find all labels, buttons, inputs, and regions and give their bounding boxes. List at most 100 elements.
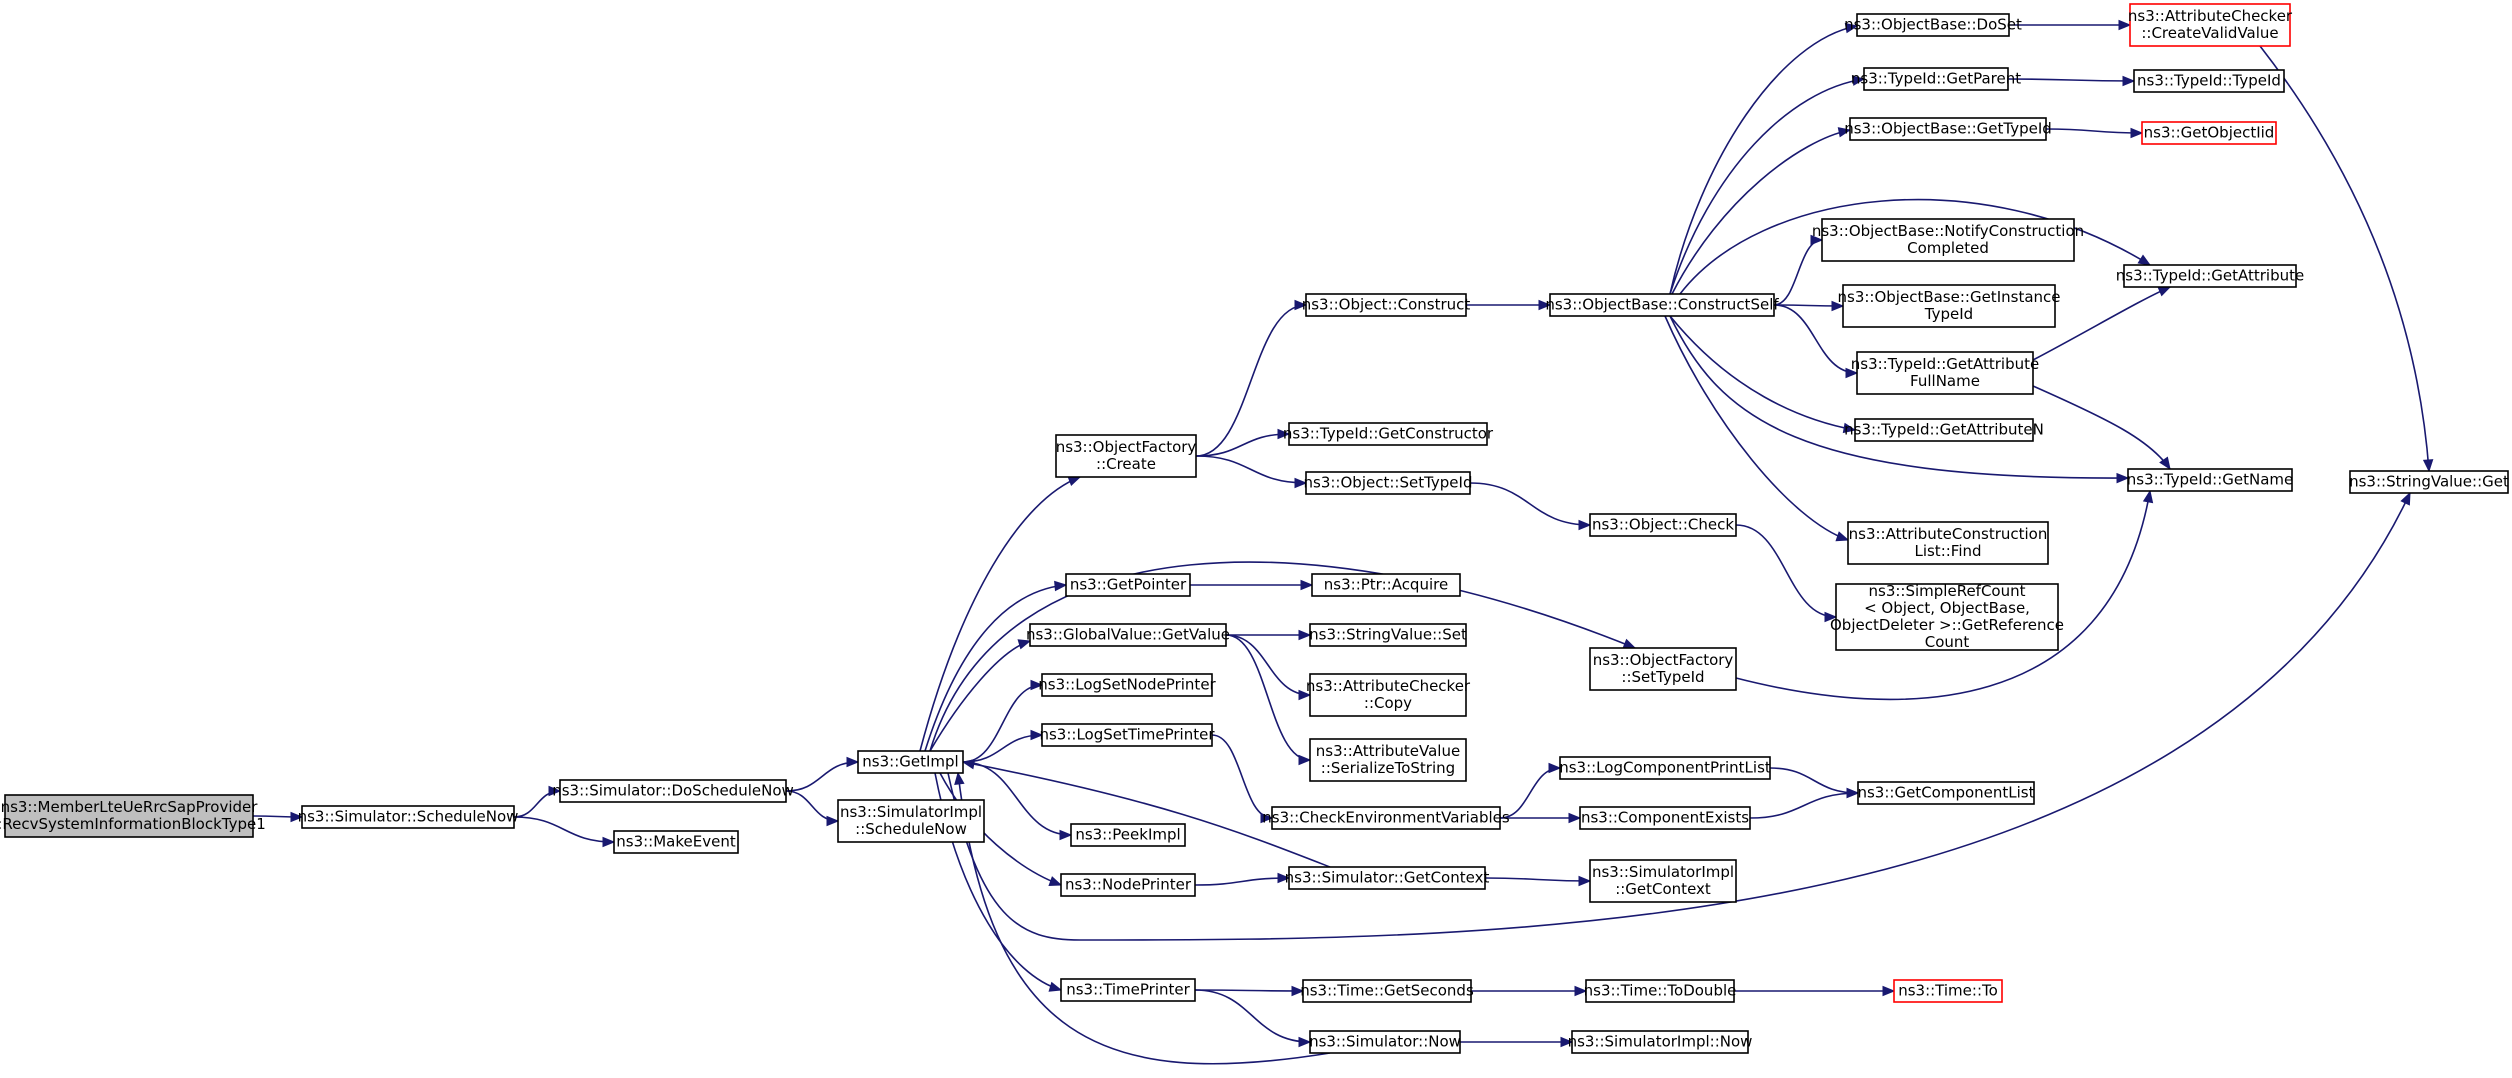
edge-line bbox=[1664, 315, 1849, 541]
node-label: ns3::PeekImpl bbox=[1075, 826, 1180, 844]
arrowhead bbox=[1298, 689, 1312, 701]
node-typeid-typeid[interactable]: ns3::TypeId::TypeId bbox=[2133, 69, 2285, 93]
edge-n10-n21 bbox=[1211, 734, 1274, 824]
node-simulatorimpl-schedulenow[interactable]: ns3::SimulatorImpl::ScheduleNow bbox=[837, 799, 985, 843]
edge-line bbox=[1195, 433, 1290, 457]
node-makeevent[interactable]: ns3::MakeEvent bbox=[613, 830, 739, 854]
node-checkenvironmentvariables[interactable]: ns3::CheckEnvironmentVariables bbox=[1262, 806, 1510, 830]
edge-line bbox=[1773, 239, 1823, 306]
node-simulator-schedulenow[interactable]: ns3::Simulator::ScheduleNow bbox=[298, 805, 519, 829]
node-globalvalue-getvalue[interactable]: ns3::GlobalValue::GetValue bbox=[1026, 623, 1230, 647]
arrowhead bbox=[1578, 519, 1592, 531]
arrowhead bbox=[1294, 477, 1308, 489]
node-typeid-getattributen[interactable]: ns3::TypeId::GetAttributeN bbox=[1844, 418, 2044, 442]
node-object-settypeid[interactable]: ns3::Object::SetTypeId bbox=[1304, 471, 1473, 495]
edge-n23-n31 bbox=[1470, 985, 1588, 997]
arrowhead bbox=[1538, 299, 1552, 311]
node-attributechecker-createvalidvalue[interactable]: ns3::AttributeChecker::CreateValidValue bbox=[2128, 3, 2293, 47]
arrowhead bbox=[1030, 679, 1044, 691]
edge-line bbox=[2032, 286, 2171, 361]
node-box bbox=[1893, 979, 2003, 1003]
node-box bbox=[1065, 573, 1191, 597]
arrowhead bbox=[2122, 75, 2136, 87]
node-stringvalue-set[interactable]: ns3::StringValue::Set bbox=[1309, 623, 1467, 647]
edge-n2-n5 bbox=[785, 790, 840, 827]
node-timeprinter[interactable]: ns3::TimePrinter bbox=[1060, 978, 1196, 1002]
node-objectbase-notifyconstruction-completed[interactable]: ns3::ObjectBase::NotifyConstructionCompl… bbox=[1812, 218, 2084, 262]
edge-line bbox=[1669, 315, 2129, 479]
node-box bbox=[837, 799, 985, 843]
node-time-to[interactable]: ns3::Time::To bbox=[1893, 979, 2003, 1003]
node-object-construct[interactable]: ns3::Object::Construct bbox=[1302, 293, 1471, 317]
node-label: ns3::AttributeChecker bbox=[2128, 7, 2293, 25]
node-box bbox=[1589, 647, 1737, 691]
node-box bbox=[1041, 673, 1213, 697]
node-stringvalue-get[interactable]: ns3::StringValue::Get bbox=[2349, 470, 2509, 494]
node-objectfactory-create[interactable]: ns3::ObjectFactory::Create bbox=[1055, 434, 1197, 478]
edge-n33-n44 bbox=[2009, 19, 2132, 31]
arrowhead bbox=[1017, 639, 1032, 650]
node-ptr-acquire[interactable]: ns3::Ptr::Acquire bbox=[1311, 573, 1461, 597]
node-objectbase-constructself[interactable]: ns3::ObjectBase::ConstructSelf bbox=[1545, 293, 1779, 317]
node-logsetnodeprinter[interactable]: ns3::LogSetNodePrinter bbox=[1038, 673, 1217, 697]
node-logcomponentprintlist[interactable]: ns3::LogComponentPrintList bbox=[1559, 756, 1771, 780]
node-time-getseconds[interactable]: ns3::Time::GetSeconds bbox=[1300, 979, 1474, 1003]
node-simplerefcount-object-objectbase-objectdeleter-getreference-count[interactable]: ns3::SimpleRefCount< Object, ObjectBase,… bbox=[1830, 582, 2064, 651]
node-attributechecker-copy[interactable]: ns3::AttributeChecker::Copy bbox=[1306, 673, 1471, 717]
node-objectbase-doset[interactable]: ns3::ObjectBase::DoSet bbox=[1844, 13, 2022, 37]
node-simulator-doschedulenow[interactable]: ns3::Simulator::DoScheduleNow bbox=[552, 779, 794, 803]
node-memberlteuerrcsapprovider-recvsysteminformationblocktype1[interactable]: ns3::MemberLteUeRrcSapProvider::RecvSyst… bbox=[0, 794, 266, 838]
arrowhead bbox=[1059, 829, 1073, 841]
node-typeid-getname[interactable]: ns3::TypeId::GetName bbox=[2127, 468, 2293, 492]
node-getpointer[interactable]: ns3::GetPointer bbox=[1065, 573, 1191, 597]
node-label: ns3::ObjectBase::GetTypeId bbox=[1844, 120, 2052, 138]
node-label: Count bbox=[1925, 633, 1970, 651]
node-componentexists[interactable]: ns3::ComponentExists bbox=[1579, 806, 1751, 830]
node-label: ns3::Object::Check bbox=[1592, 516, 1734, 534]
node-label: ns3::ObjectFactory bbox=[1056, 438, 1197, 456]
node-logsettimeprinter[interactable]: ns3::LogSetTimePrinter bbox=[1039, 723, 1215, 747]
node-label: ::ScheduleNow bbox=[855, 820, 967, 838]
node-typeid-getparent[interactable]: ns3::TypeId::GetParent bbox=[1851, 67, 2021, 91]
node-getobjectiid[interactable]: ns3::GetObjectIid bbox=[2141, 121, 2277, 145]
node-getimpl[interactable]: ns3::GetImpl bbox=[857, 750, 964, 774]
node-typeid-getconstructor[interactable]: ns3::TypeId::GetConstructor bbox=[1283, 422, 1494, 446]
node-label: ns3::GetImpl bbox=[862, 753, 958, 771]
node-simulatorimpl-now[interactable]: ns3::SimulatorImpl::Now bbox=[1568, 1030, 1753, 1054]
node-object-check[interactable]: ns3::Object::Check bbox=[1589, 513, 1737, 537]
node-box bbox=[2349, 470, 2509, 494]
node-box bbox=[1305, 471, 1471, 495]
node-objectbase-gettypeid[interactable]: ns3::ObjectBase::GetTypeId bbox=[1844, 117, 2052, 141]
node-simulatorimpl-getcontext[interactable]: ns3::SimulatorImpl::GetContext bbox=[1589, 859, 1737, 903]
node-objectfactory-settypeid[interactable]: ns3::ObjectFactory::SetTypeId bbox=[1589, 647, 1737, 691]
edge-n4-n8 bbox=[929, 639, 1032, 752]
node-label: ns3::ObjectBase::GetInstance bbox=[1838, 288, 2061, 306]
arrowhead bbox=[1048, 981, 1063, 992]
edge-line bbox=[1484, 877, 1591, 882]
node-simulator-now[interactable]: ns3::Simulator::Now bbox=[1309, 1030, 1461, 1054]
node-getcomponentlist[interactable]: ns3::GetComponentList bbox=[1857, 781, 2035, 805]
edge-line bbox=[924, 584, 1067, 752]
node-box bbox=[1559, 756, 1771, 780]
edge-line bbox=[785, 790, 839, 822]
node-box bbox=[1579, 806, 1751, 830]
arrowhead bbox=[1837, 127, 1852, 138]
node-label: ns3::Time::ToDouble bbox=[1584, 982, 1737, 1000]
arrowhead bbox=[1810, 234, 1824, 246]
node-label: ns3::ObjectBase::NotifyConstruction bbox=[1812, 222, 2084, 240]
edge-n22-n4 bbox=[961, 759, 1331, 868]
edge-n16-n26 bbox=[1469, 482, 1592, 531]
node-peekimpl[interactable]: ns3::PeekImpl bbox=[1070, 823, 1186, 847]
arrowhead bbox=[2118, 19, 2132, 31]
node-box bbox=[1863, 67, 2009, 91]
node-label: ns3::TypeId::GetAttribute bbox=[1851, 355, 2039, 373]
node-time-todouble[interactable]: ns3::Time::ToDouble bbox=[1584, 979, 1737, 1003]
node-typeid-getattribute[interactable]: ns3::TypeId::GetAttribute bbox=[2116, 264, 2304, 288]
node-attributevalue-serializetostring[interactable]: ns3::AttributeValue::SerializeToString bbox=[1309, 738, 1467, 782]
node-simulator-getcontext[interactable]: ns3::Simulator::GetContext bbox=[1285, 866, 1490, 890]
node-nodeprinter[interactable]: ns3::NodePrinter bbox=[1060, 873, 1196, 897]
edge-n29-n42 bbox=[1749, 787, 1860, 819]
